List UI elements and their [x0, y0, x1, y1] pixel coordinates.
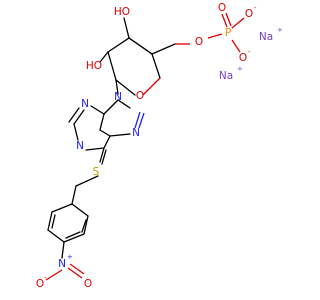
nitro-oxygen-right-label: O [84, 278, 92, 290]
hydroxyl-top-label: HO [114, 6, 130, 18]
benzyl-bonds [45, 175, 99, 281]
molecule-svg: HO HO O O P O O - O - Na + Na + N N N N … [36, 2, 283, 290]
sulfur-label: S [93, 166, 100, 178]
phosphate-double-oxygen-label: O [218, 2, 226, 14]
nitro-oxygen-left-charge: - [44, 274, 47, 282]
nitro-nitrogen-label: N [58, 258, 66, 270]
phosphate-oxygen-bottom-label: O [239, 52, 247, 64]
phosphate-oxygen-top-label: O [245, 8, 253, 20]
atom-labels: HO HO O O P O O - O - Na + Na + N N N N … [36, 2, 283, 290]
molecule-structure-diagram: HO HO O O P O O - O - Na + Na + N N N N … [36, 2, 283, 290]
phosphate-oxygen-top-charge: - [254, 4, 257, 12]
nitro-oxygen-left-label: O [36, 278, 44, 290]
phosphate-link-oxygen-label: O [195, 36, 203, 48]
purine-bonds [68, 99, 145, 165]
sodium-2-charge: + [237, 65, 243, 73]
purine-n1-label: N [76, 140, 84, 152]
ribose-bonds [99, 12, 245, 96]
purine-n3-label: N [81, 98, 89, 110]
purine-n7-label: N [132, 127, 140, 139]
sodium-2-label: Na [219, 70, 233, 82]
purine-n9-label: N [114, 91, 122, 103]
nitro-nitrogen-charge: + [67, 253, 73, 261]
sodium-1-charge: + [277, 26, 283, 34]
ring-oxygen-label: O [136, 90, 144, 102]
sodium-1-label: Na [259, 31, 273, 43]
hydroxyl-left-label: HO [86, 60, 102, 72]
phosphate-oxygen-bottom-charge: - [248, 48, 251, 56]
phosphorus-label: P [225, 27, 231, 39]
